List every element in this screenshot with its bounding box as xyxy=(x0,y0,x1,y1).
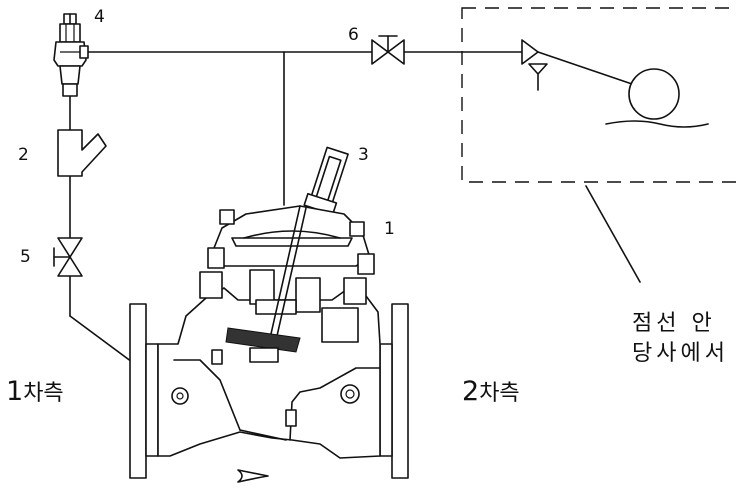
pilot-piping xyxy=(69,51,533,397)
label-4: 4 xyxy=(94,7,105,27)
label-5: 5 xyxy=(20,247,31,267)
secondary-side-label: 2차측 xyxy=(462,376,520,407)
valve-5 xyxy=(53,237,83,277)
label-1: 1 xyxy=(384,219,395,239)
label-2: 2 xyxy=(18,145,29,165)
indicator-stem-3 xyxy=(303,146,349,216)
float-valve-box xyxy=(461,7,736,283)
label-3: 3 xyxy=(358,145,369,165)
note-line-2: 당사에서 xyxy=(632,341,729,366)
note-line-1: 점선 안 xyxy=(632,311,716,336)
primary-side-label: 1차측 xyxy=(6,376,64,407)
main-valve-1 xyxy=(129,205,409,479)
pilot-valve-4 xyxy=(53,13,89,97)
label-6: 6 xyxy=(348,25,359,45)
flow-direction-arrow xyxy=(237,469,269,483)
strainer-2 xyxy=(57,129,107,177)
valve-6 xyxy=(371,35,405,65)
